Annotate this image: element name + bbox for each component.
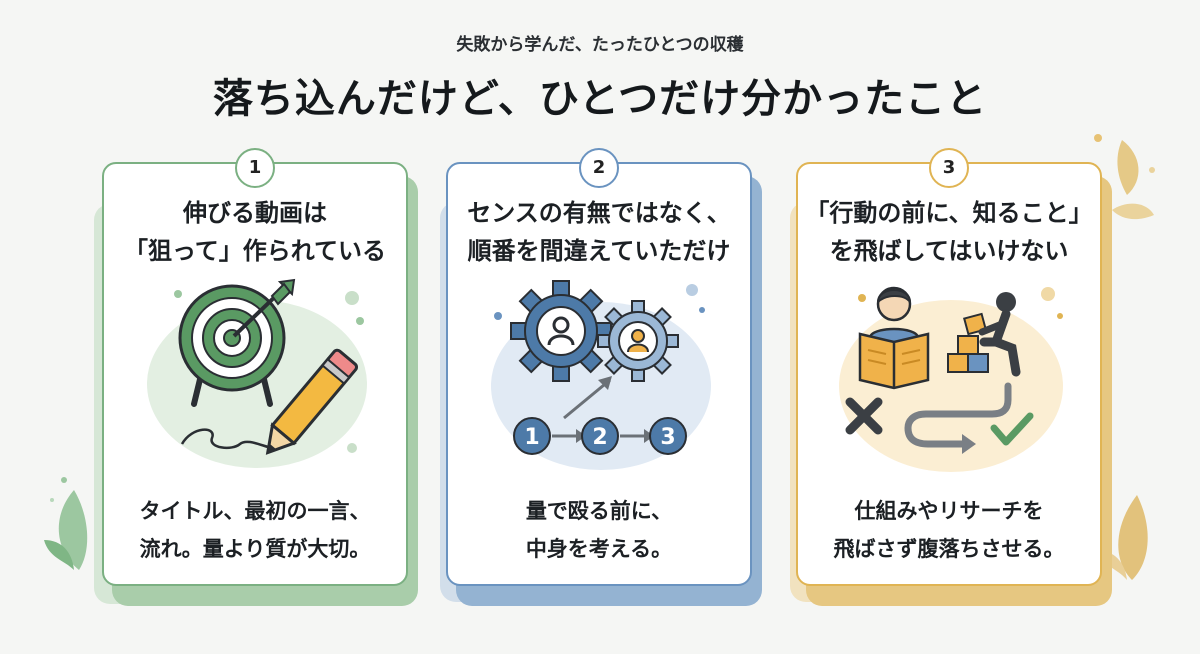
leaf-decoration-left-icon [44, 477, 88, 570]
step-badge: 2 [579, 148, 619, 188]
gear-icon [597, 300, 679, 382]
step-number: 2 [592, 425, 607, 450]
card-heading: センスの有無ではなく、 順番を間違えていただけ [467, 199, 731, 265]
page-subtitle: 失敗から学んだ、たったひとつの収穫 [456, 35, 744, 55]
building-blocks-icon [947, 292, 1021, 377]
target-icon [178, 278, 296, 407]
card-illustration [839, 286, 1063, 472]
card-illustration: 1 2 3 [491, 280, 711, 470]
checkmark-icon [990, 412, 1034, 446]
card-body: 仕組みやリサーチを 飛ばさず腹落ちさせる。 [833, 499, 1065, 561]
card-3: 3 「行動の前に、知ること」 を飛ばしてはいけない [790, 148, 1112, 606]
card-1: 1 伸びる動画は 「狙って」作られている [94, 148, 418, 606]
card-body: タイトル、最初の一言、 流れ。量より質が大切。 [139, 499, 371, 561]
detour-arrow-icon [904, 382, 1012, 448]
step-number: 3 [660, 425, 675, 450]
pencil-icon [180, 348, 359, 455]
page-title: 落ち込んだけど、ひとつだけ分かったこと [212, 76, 988, 122]
step-badge: 3 [929, 148, 969, 188]
card-illustration [147, 278, 367, 468]
card-heading: 「行動の前に、知ること」 を飛ばしてはいけない [805, 199, 1093, 265]
card-2: 2 センスの有無ではなく、 順番を間違えていただけ [440, 148, 762, 606]
step-flow-icon: 1 2 3 [513, 376, 687, 455]
cross-icon [845, 397, 883, 435]
step-badge: 1 [235, 148, 275, 188]
card-body: 量で殴る前に、 中身を考える。 [525, 499, 673, 561]
gear-icon [510, 280, 612, 382]
step-number: 1 [524, 425, 539, 450]
card-heading: 伸びる動画は 「狙って」作られている [123, 199, 387, 265]
leaf-decoration-right-icon [1094, 134, 1155, 220]
reading-person-icon [858, 286, 930, 390]
